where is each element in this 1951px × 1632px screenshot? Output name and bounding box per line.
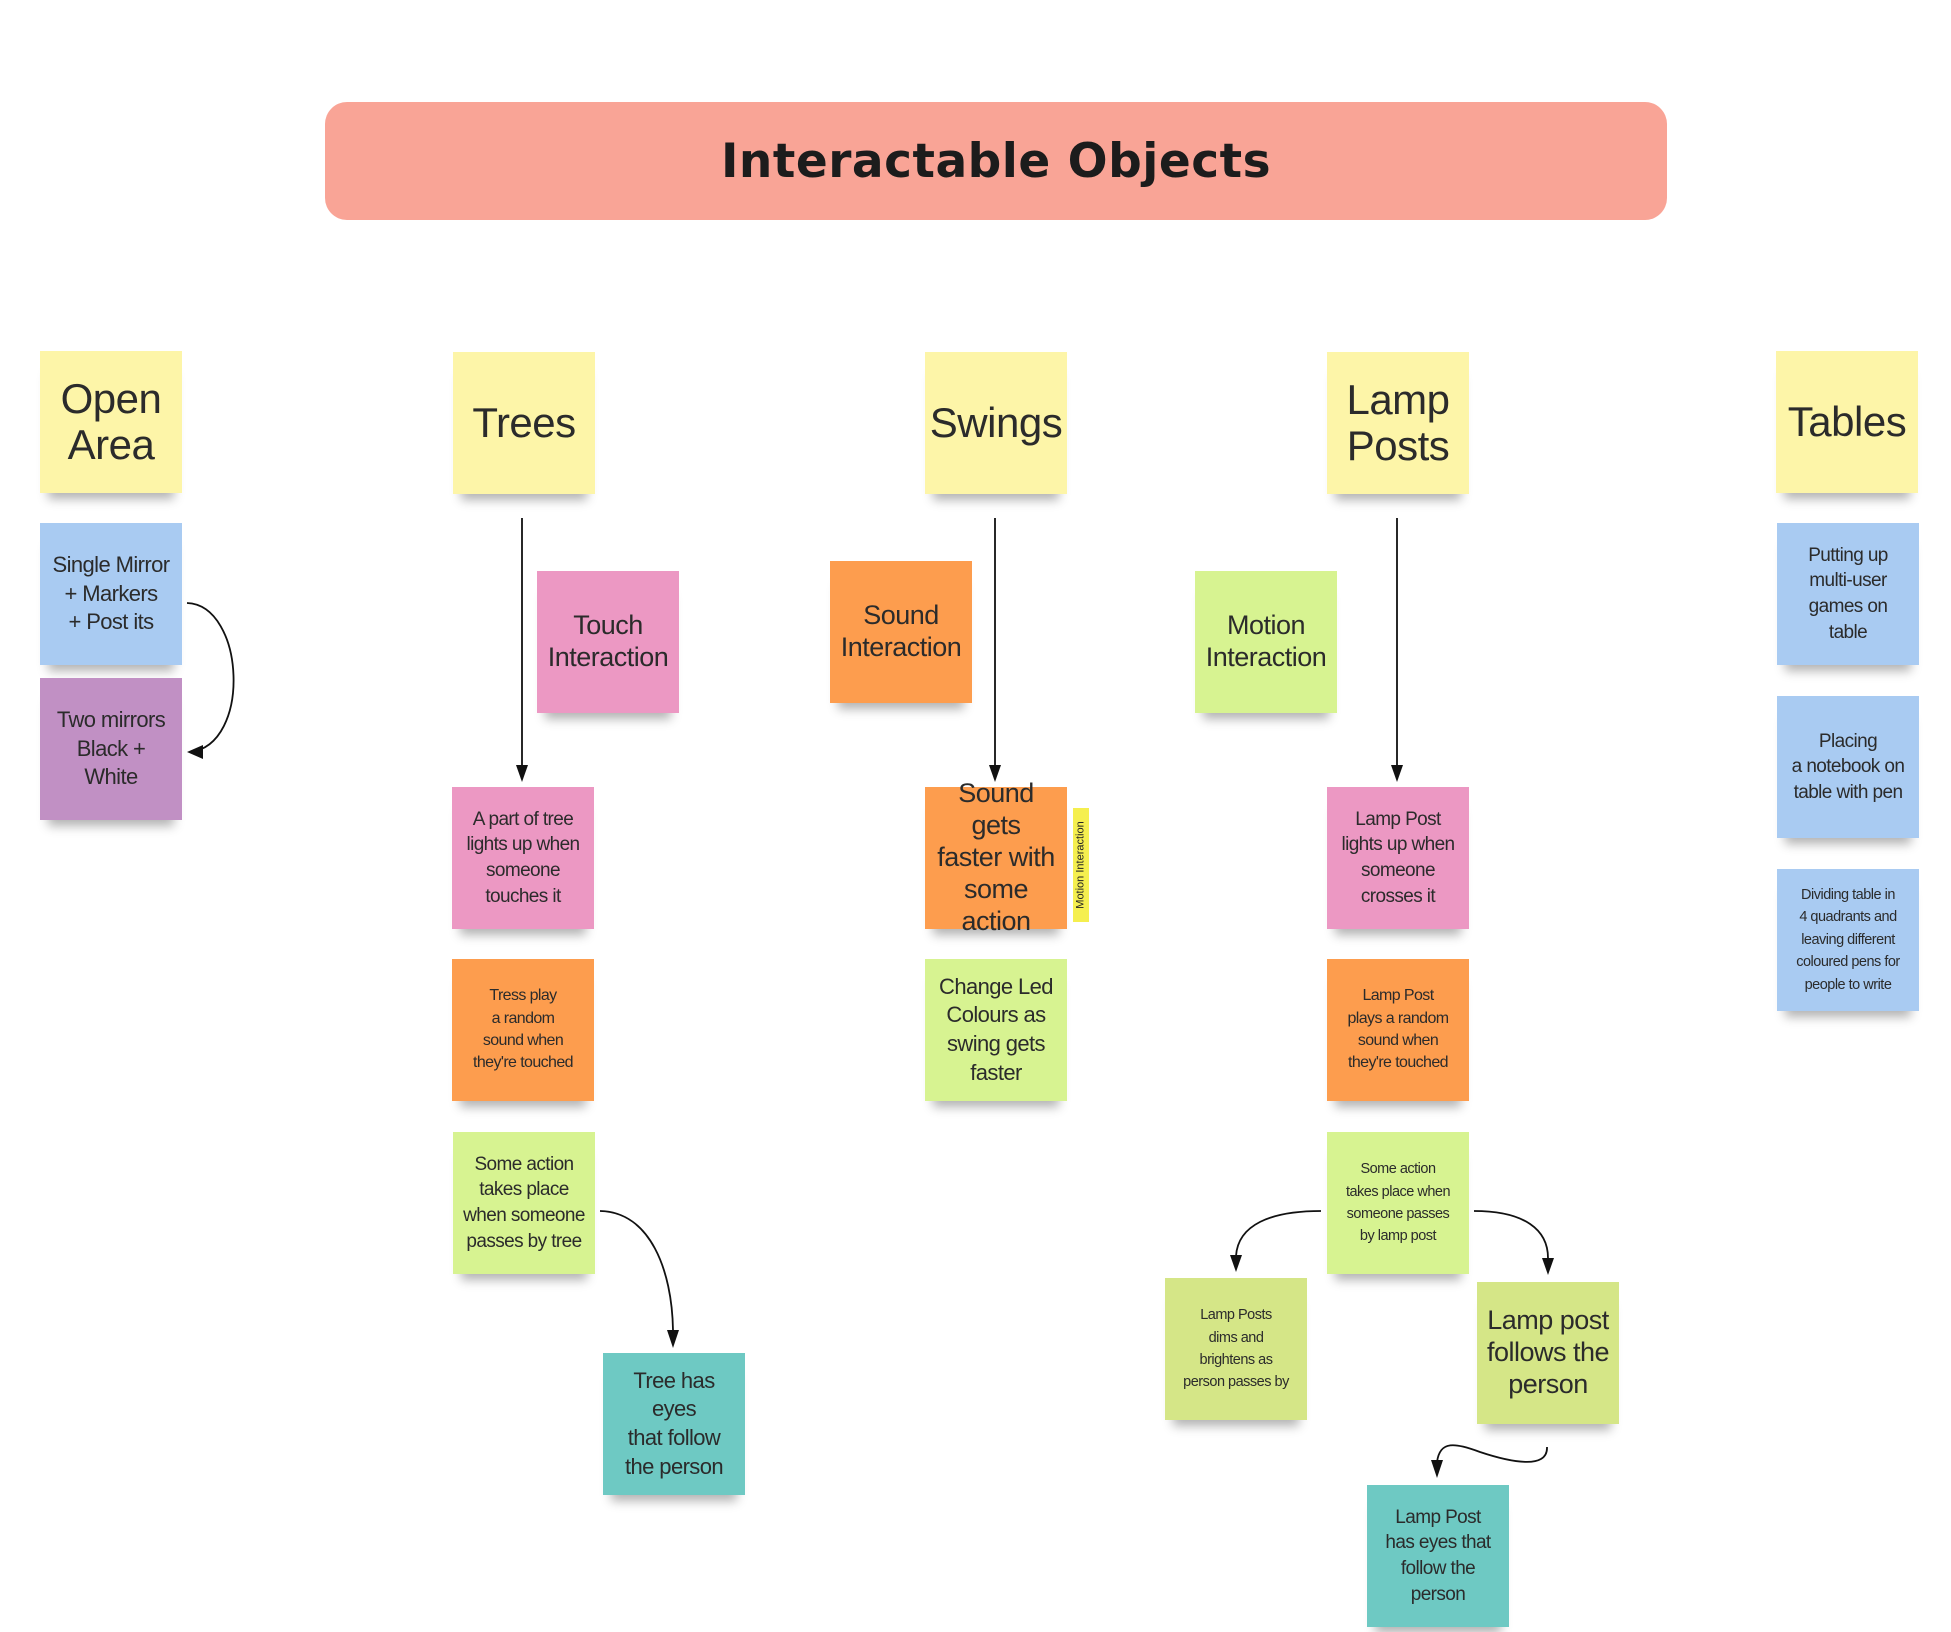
note-text: Lamp Posts dims and brightens as person …	[1183, 1307, 1289, 1391]
note-text: Sound Interaction	[840, 600, 962, 662]
note-text: Open Area	[60, 374, 162, 468]
note-text: Change Led Colours as swing gets faster	[939, 973, 1053, 1085]
note-tree-passes-by[interactable]: Some action takes place when someone pas…	[453, 1132, 595, 1274]
arrowhead-trees	[516, 765, 528, 782]
note-notebook-pen[interactable]: Placing a notebook on table with pen	[1777, 696, 1919, 838]
note-trees-header[interactable]: Trees	[453, 352, 595, 494]
note-touch-interaction[interactable]: Touch Interaction	[537, 571, 679, 713]
note-text: Two mirrors Black + White	[56, 707, 166, 790]
note-lamp-passes-by[interactable]: Some action takes place when someone pas…	[1327, 1132, 1469, 1274]
arrowhead-lamp-right	[1542, 1258, 1554, 1275]
note-change-led[interactable]: Change Led Colours as swing gets faster	[925, 959, 1067, 1101]
arrow-lamp-eyes	[1436, 1444, 1548, 1463]
note-lamp-random-sound[interactable]: Lamp Post plays a random sound when they…	[1327, 959, 1469, 1101]
note-lamp-posts-header[interactable]: Lamp Posts	[1327, 352, 1469, 494]
motion-interaction-tag[interactable]: Motion Interaction	[1073, 808, 1089, 922]
note-text: Lamp Post plays a random sound when they…	[1347, 987, 1450, 1072]
note-motion-interaction[interactable]: Motion Interaction	[1195, 571, 1337, 713]
note-text: Single Mirror + Markers + Post its	[52, 552, 171, 635]
arrowhead-trees-eyes	[667, 1330, 679, 1348]
arrow-lamp-left	[1235, 1210, 1322, 1257]
title-banner[interactable]: Interactable Objects	[325, 102, 1667, 220]
note-text: Motion Interaction	[1205, 610, 1327, 672]
note-lamp-dims[interactable]: Lamp Posts dims and brightens as person …	[1165, 1278, 1307, 1420]
note-tree-eyes[interactable]: Tree has eyes that follow the person	[603, 1353, 745, 1495]
note-two-mirrors[interactable]: Two mirrors Black + White	[40, 678, 182, 820]
note-text: Tree has eyes that follow the person	[625, 1367, 724, 1479]
note-lamp-eyes[interactable]: Lamp Post has eyes that follow the perso…	[1367, 1485, 1509, 1627]
note-tree-random-sound[interactable]: Tress play a random sound when they're t…	[452, 959, 594, 1101]
note-swings-header[interactable]: Swings	[925, 352, 1067, 494]
note-text: Tables	[1787, 397, 1907, 445]
note-text: Dividing table in 4 quadrants and leavin…	[1796, 886, 1900, 993]
arrow-open-area	[186, 602, 235, 753]
arrowhead-open-area	[187, 745, 203, 759]
note-text: Lamp Post has eyes that follow the perso…	[1385, 1506, 1491, 1605]
note-text: Putting up multi-user games on table	[1808, 544, 1888, 643]
note-text: Swings	[929, 398, 1063, 446]
note-text: Tress play a random sound when they're t…	[473, 987, 574, 1072]
note-dividing-table[interactable]: Dividing table in 4 quadrants and leavin…	[1777, 869, 1919, 1011]
note-text: Placing a notebook on table with pen	[1791, 730, 1905, 803]
arrow-lamp-right	[1473, 1210, 1549, 1259]
note-tables-header[interactable]: Tables	[1776, 351, 1918, 493]
note-text: Touch Interaction	[547, 610, 669, 672]
note-single-mirror[interactable]: Single Mirror + Markers + Post its	[40, 523, 182, 665]
note-lamp-follows[interactable]: Lamp post follows the person	[1477, 1282, 1619, 1424]
arrowhead-lamp-eyes	[1431, 1460, 1443, 1478]
note-sound-interaction[interactable]: Sound Interaction	[830, 561, 972, 703]
note-text: Lamp Posts	[1346, 375, 1450, 469]
note-text: Sound gets faster with some action	[937, 778, 1055, 936]
note-text: Trees	[472, 398, 576, 446]
arrowhead-lamp-left	[1230, 1255, 1242, 1272]
note-text: Lamp post follows the person	[1486, 1305, 1610, 1399]
note-sound-faster[interactable]: Sound gets faster with some action	[925, 778, 1067, 936]
note-text: A part of tree lights up when someone to…	[466, 808, 580, 907]
note-multi-user-games[interactable]: Putting up multi-user games on table	[1777, 523, 1919, 665]
tag-text: Motion Interaction	[1075, 821, 1087, 909]
note-text: Lamp Post lights up when someone crosses…	[1341, 808, 1455, 907]
note-open-area-header[interactable]: Open Area	[40, 351, 182, 493]
note-lamp-lights-up[interactable]: Lamp Post lights up when someone crosses…	[1327, 787, 1469, 929]
note-text: Some action takes place when someone pas…	[463, 1153, 585, 1252]
page-title: Interactable Objects	[720, 133, 1272, 189]
arrowhead-lamp	[1391, 765, 1403, 782]
note-tree-lights-up[interactable]: A part of tree lights up when someone to…	[452, 787, 594, 929]
arrow-trees-eyes	[599, 1210, 674, 1331]
note-text: Some action takes place when someone pas…	[1345, 1161, 1451, 1245]
